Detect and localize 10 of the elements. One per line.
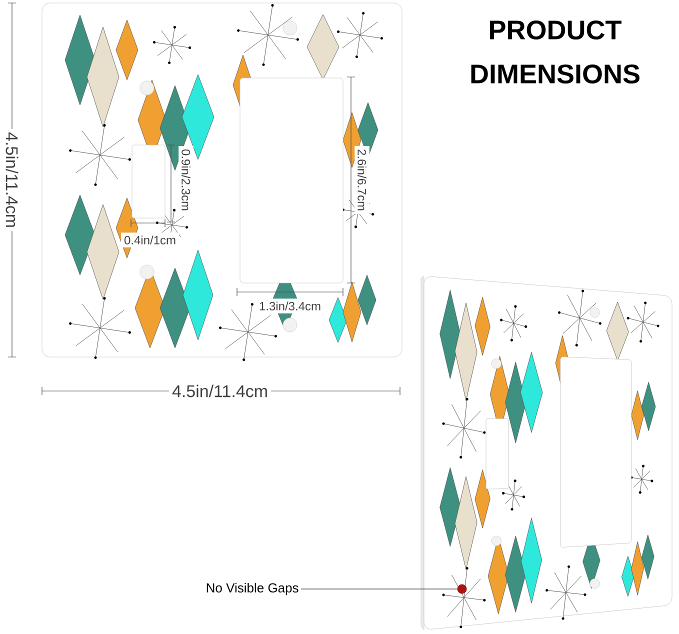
callout-text: No Visible Gaps	[206, 582, 298, 596]
dimension-label: 2.6in/6.7cm	[354, 146, 370, 214]
dimension-label: 0.4in/1cm	[121, 232, 180, 248]
dimension-label: 4.5in/11.4cm	[2, 128, 22, 232]
marker-dot	[457, 584, 467, 594]
leader-line	[300, 588, 458, 590]
dimension-label: 0.9in/2.3cm	[178, 146, 194, 214]
dimension-label: 4.5in/11.4cm	[168, 382, 272, 400]
dimension-label: 1.3in/3.4cm	[256, 298, 324, 314]
heading: PRODUCT DIMENSIONS	[471, 20, 640, 84]
